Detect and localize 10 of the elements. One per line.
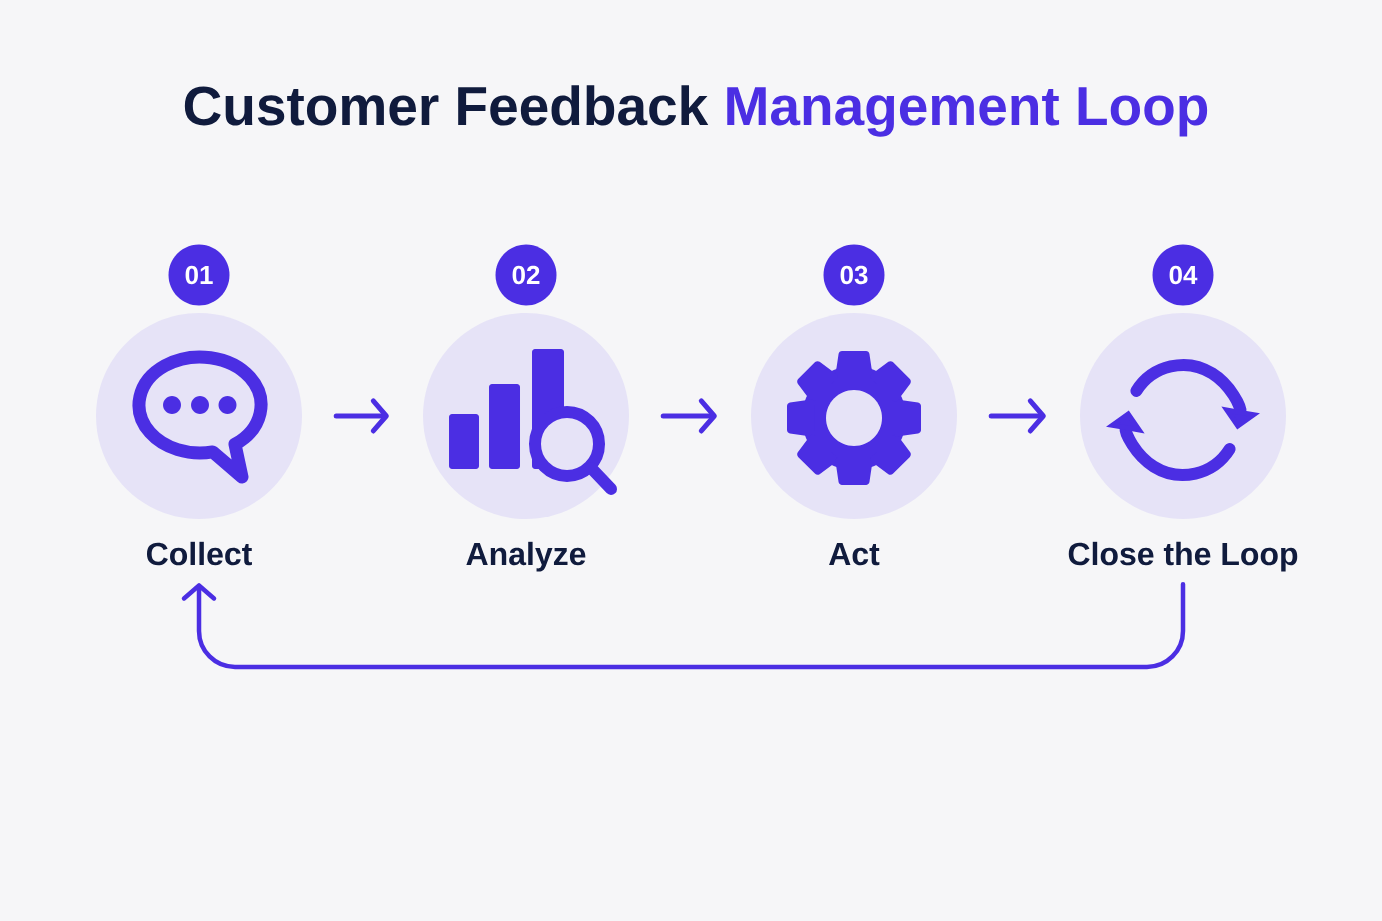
- number-badge: 02: [495, 244, 557, 306]
- step-label: Analyze: [466, 541, 586, 572]
- number-badge: 03: [823, 244, 885, 306]
- arrow: [181, 581, 1186, 670]
- number-badge: 01: [168, 244, 230, 306]
- title: Customer Feedback Management Loop: [184, 85, 1208, 137]
- step-label: Collect: [147, 541, 252, 566]
- number-badge: 04: [1152, 244, 1214, 306]
- step-label: Act: [829, 543, 880, 566]
- step-label: Close the Loop: [1068, 541, 1298, 572]
